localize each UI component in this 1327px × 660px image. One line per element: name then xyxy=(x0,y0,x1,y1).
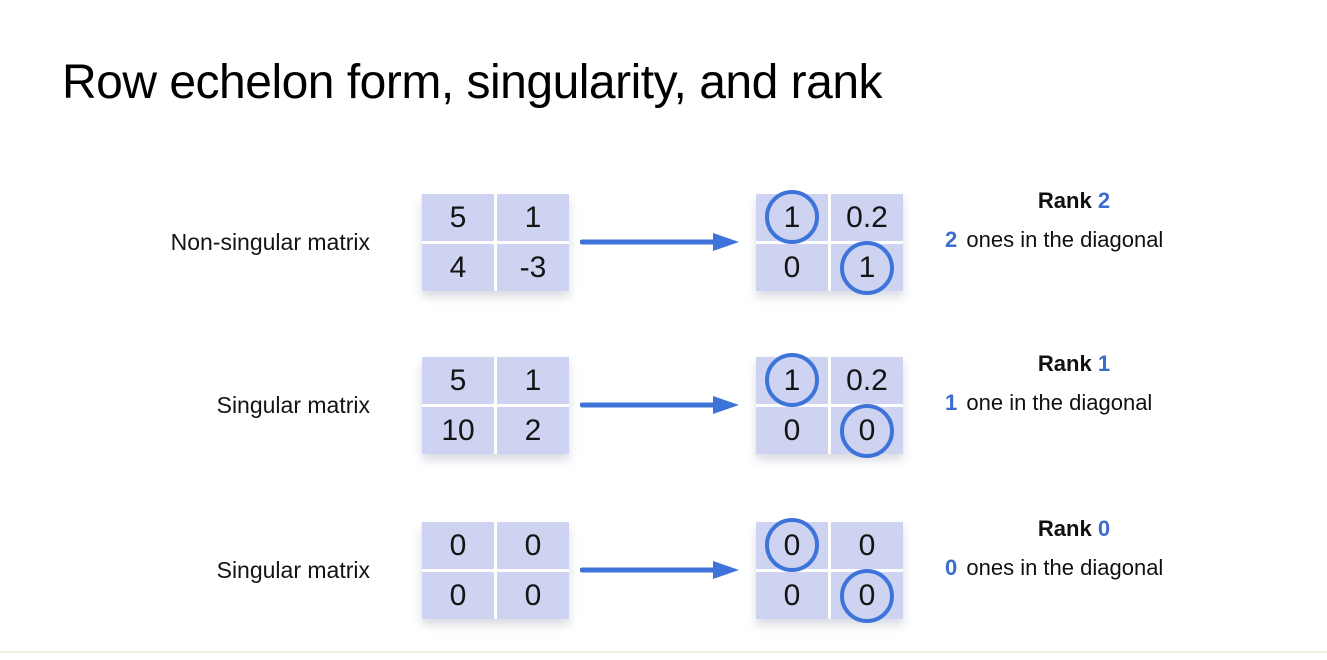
matrix-cell: 1 xyxy=(497,194,569,241)
input-matrix: 5 1 10 2 xyxy=(422,357,569,454)
matrix-cell: 0 xyxy=(422,572,494,619)
right-arrow-icon xyxy=(580,396,739,414)
matrix-cell: 0 xyxy=(497,572,569,619)
rank-value: 0 xyxy=(1097,516,1111,541)
diagonal-ones-text: ones in the diagonal xyxy=(966,555,1164,580)
diagonal-highlight-circle xyxy=(840,404,894,458)
matrix-cell: 10 xyxy=(422,407,494,454)
rank-value: 1 xyxy=(1097,351,1111,376)
diagonal-highlight-circle xyxy=(840,569,894,623)
rank-description: 1 one in the diagonal xyxy=(945,390,1203,416)
page-title: Row echelon form, singularity, and rank xyxy=(62,56,883,109)
diagonal-ones-count: 0 xyxy=(945,555,958,580)
row-label: Singular matrix xyxy=(216,392,370,418)
matrix-cell: 2 xyxy=(497,407,569,454)
diagonal-ones-text: one in the diagonal xyxy=(966,390,1153,415)
matrix-cell: 5 xyxy=(422,357,494,404)
row-label: Singular matrix xyxy=(216,557,370,583)
diagonal-highlight-circle xyxy=(765,190,819,244)
rank-value: 2 xyxy=(1097,188,1111,213)
rank-title: Rank 0 xyxy=(945,516,1203,542)
diagonal-highlight-circle xyxy=(840,241,894,295)
rank-description: 0 ones in the diagonal xyxy=(945,555,1203,581)
rank-word: Rank xyxy=(1037,351,1092,376)
right-arrow-icon xyxy=(580,233,739,251)
matrix-cell: 5 xyxy=(422,194,494,241)
diagonal-ones-text: ones in the diagonal xyxy=(966,227,1164,252)
output-matrix: 1 0.2 0 0 xyxy=(756,353,903,458)
matrix-cell: 0 xyxy=(756,572,828,619)
rank-block: Rank 0 0 ones in the diagonal xyxy=(945,516,1203,581)
matrix-cell: 0 xyxy=(422,522,494,569)
matrix-cell: 0.2 xyxy=(831,194,903,241)
rank-block: Rank 2 2 ones in the diagonal xyxy=(945,188,1203,253)
matrix-cell: 1 xyxy=(497,357,569,404)
rank-title: Rank 2 xyxy=(945,188,1203,214)
output-matrix: 0 0 0 0 xyxy=(756,518,903,623)
rank-word: Rank xyxy=(1037,188,1092,213)
rank-title: Rank 1 xyxy=(945,351,1203,377)
input-matrix: 5 1 4 -3 xyxy=(422,194,569,291)
row-singular-rank1: Singular matrix 5 1 10 2 1 0.2 0 0 Rank … xyxy=(0,351,1327,458)
rank-description: 2 ones in the diagonal xyxy=(945,227,1203,253)
diagonal-ones-count: 1 xyxy=(945,390,958,415)
bottom-rule xyxy=(0,651,1327,653)
matrix-cell: -3 xyxy=(497,244,569,291)
matrix-cell: 0 xyxy=(756,407,828,454)
row-label: Non-singular matrix xyxy=(170,229,370,255)
rank-word: Rank xyxy=(1037,516,1092,541)
diagonal-highlight-circle xyxy=(765,353,819,407)
input-matrix: 0 0 0 0 xyxy=(422,522,569,619)
matrix-cell: 0 xyxy=(756,244,828,291)
right-arrow-icon xyxy=(580,561,739,579)
matrix-cell: 0 xyxy=(831,522,903,569)
diagonal-ones-count: 2 xyxy=(945,227,958,252)
output-matrix: 1 0.2 0 1 xyxy=(756,190,903,295)
rank-block: Rank 1 1 one in the diagonal xyxy=(945,351,1203,416)
matrix-cell: 4 xyxy=(422,244,494,291)
row-non-singular: Non-singular matrix 5 1 4 -3 1 0.2 0 1 R… xyxy=(0,188,1327,295)
matrix-cell: 0 xyxy=(497,522,569,569)
matrix-cell: 0.2 xyxy=(831,357,903,404)
row-singular-rank0: Singular matrix 0 0 0 0 0 0 0 0 Rank 0 0 xyxy=(0,516,1327,623)
diagonal-highlight-circle xyxy=(765,518,819,572)
